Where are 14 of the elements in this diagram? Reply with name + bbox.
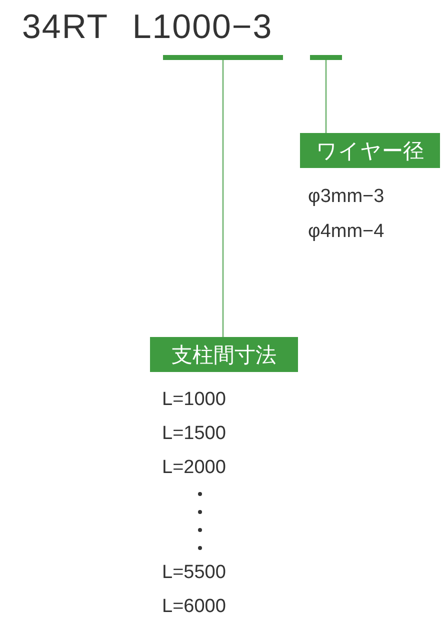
option-value: L=1500 <box>162 423 226 445</box>
leader-line <box>222 60 224 337</box>
option-value: L=5500 <box>162 562 226 584</box>
label-box: ワイヤー径 <box>300 133 440 168</box>
model-code: 34RT L1000−3 <box>22 8 273 47</box>
option-value: L=6000 <box>162 596 226 618</box>
option-value: φ4mm−4 <box>308 221 384 243</box>
underline-bar <box>163 55 283 60</box>
option-value: φ3mm−3 <box>308 186 384 208</box>
option-value: L=1000 <box>162 389 226 411</box>
underline-bar <box>310 55 342 60</box>
leader-line <box>325 60 327 133</box>
option-value: L=2000 <box>162 457 226 479</box>
label-box: 支柱間寸法 <box>150 337 298 372</box>
